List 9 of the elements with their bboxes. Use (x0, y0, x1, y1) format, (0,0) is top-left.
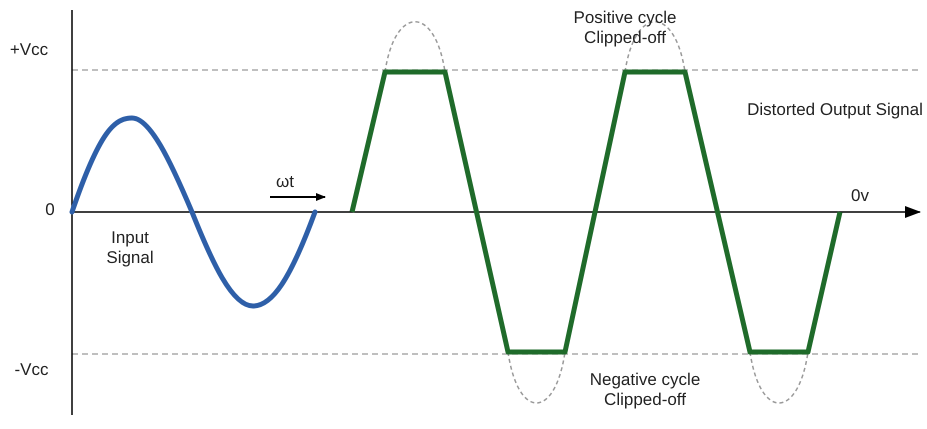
wave-label: Distorted Output Signal (746, 100, 924, 120)
voltage-label: -Vcc (14, 360, 50, 380)
clipping-note: Positive cycle Clipped-off (572, 8, 678, 48)
clipping-note: Negative cycle Clipped-off (588, 370, 702, 410)
axis-label: 0 (44, 200, 56, 220)
axis-label: 0v (850, 186, 870, 206)
wave-label: Input Signal (105, 228, 155, 268)
axis-label: ωt (275, 172, 295, 192)
voltage-label: +Vcc (8, 40, 50, 60)
